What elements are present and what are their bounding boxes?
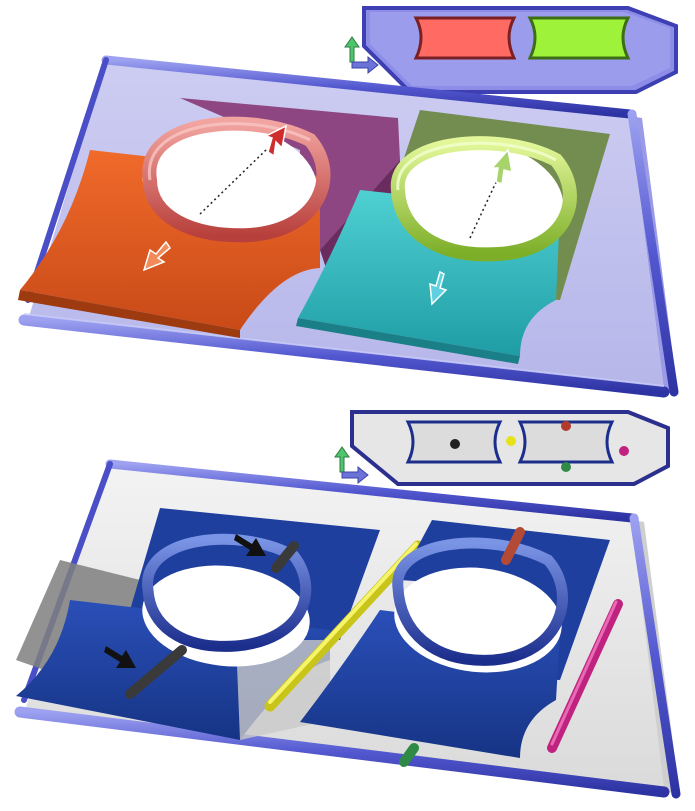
up-arrow-icon <box>335 447 349 472</box>
top-panel <box>18 8 678 394</box>
legend-green-thumb <box>530 18 628 58</box>
bottom-panel <box>16 412 680 796</box>
up-arrow-icon <box>345 37 359 62</box>
right-arrow-icon <box>352 57 378 73</box>
legend-red-marker <box>561 421 571 431</box>
right-arrow-icon <box>342 467 368 483</box>
top-legend-box <box>364 8 676 92</box>
bottom-legend-box <box>352 412 668 484</box>
legend-green-marker <box>561 462 571 472</box>
legend-magenta-marker <box>619 446 629 456</box>
legend-red-thumb <box>416 18 514 58</box>
legend-black-marker <box>450 439 460 449</box>
legend-yellow-marker <box>506 436 516 446</box>
